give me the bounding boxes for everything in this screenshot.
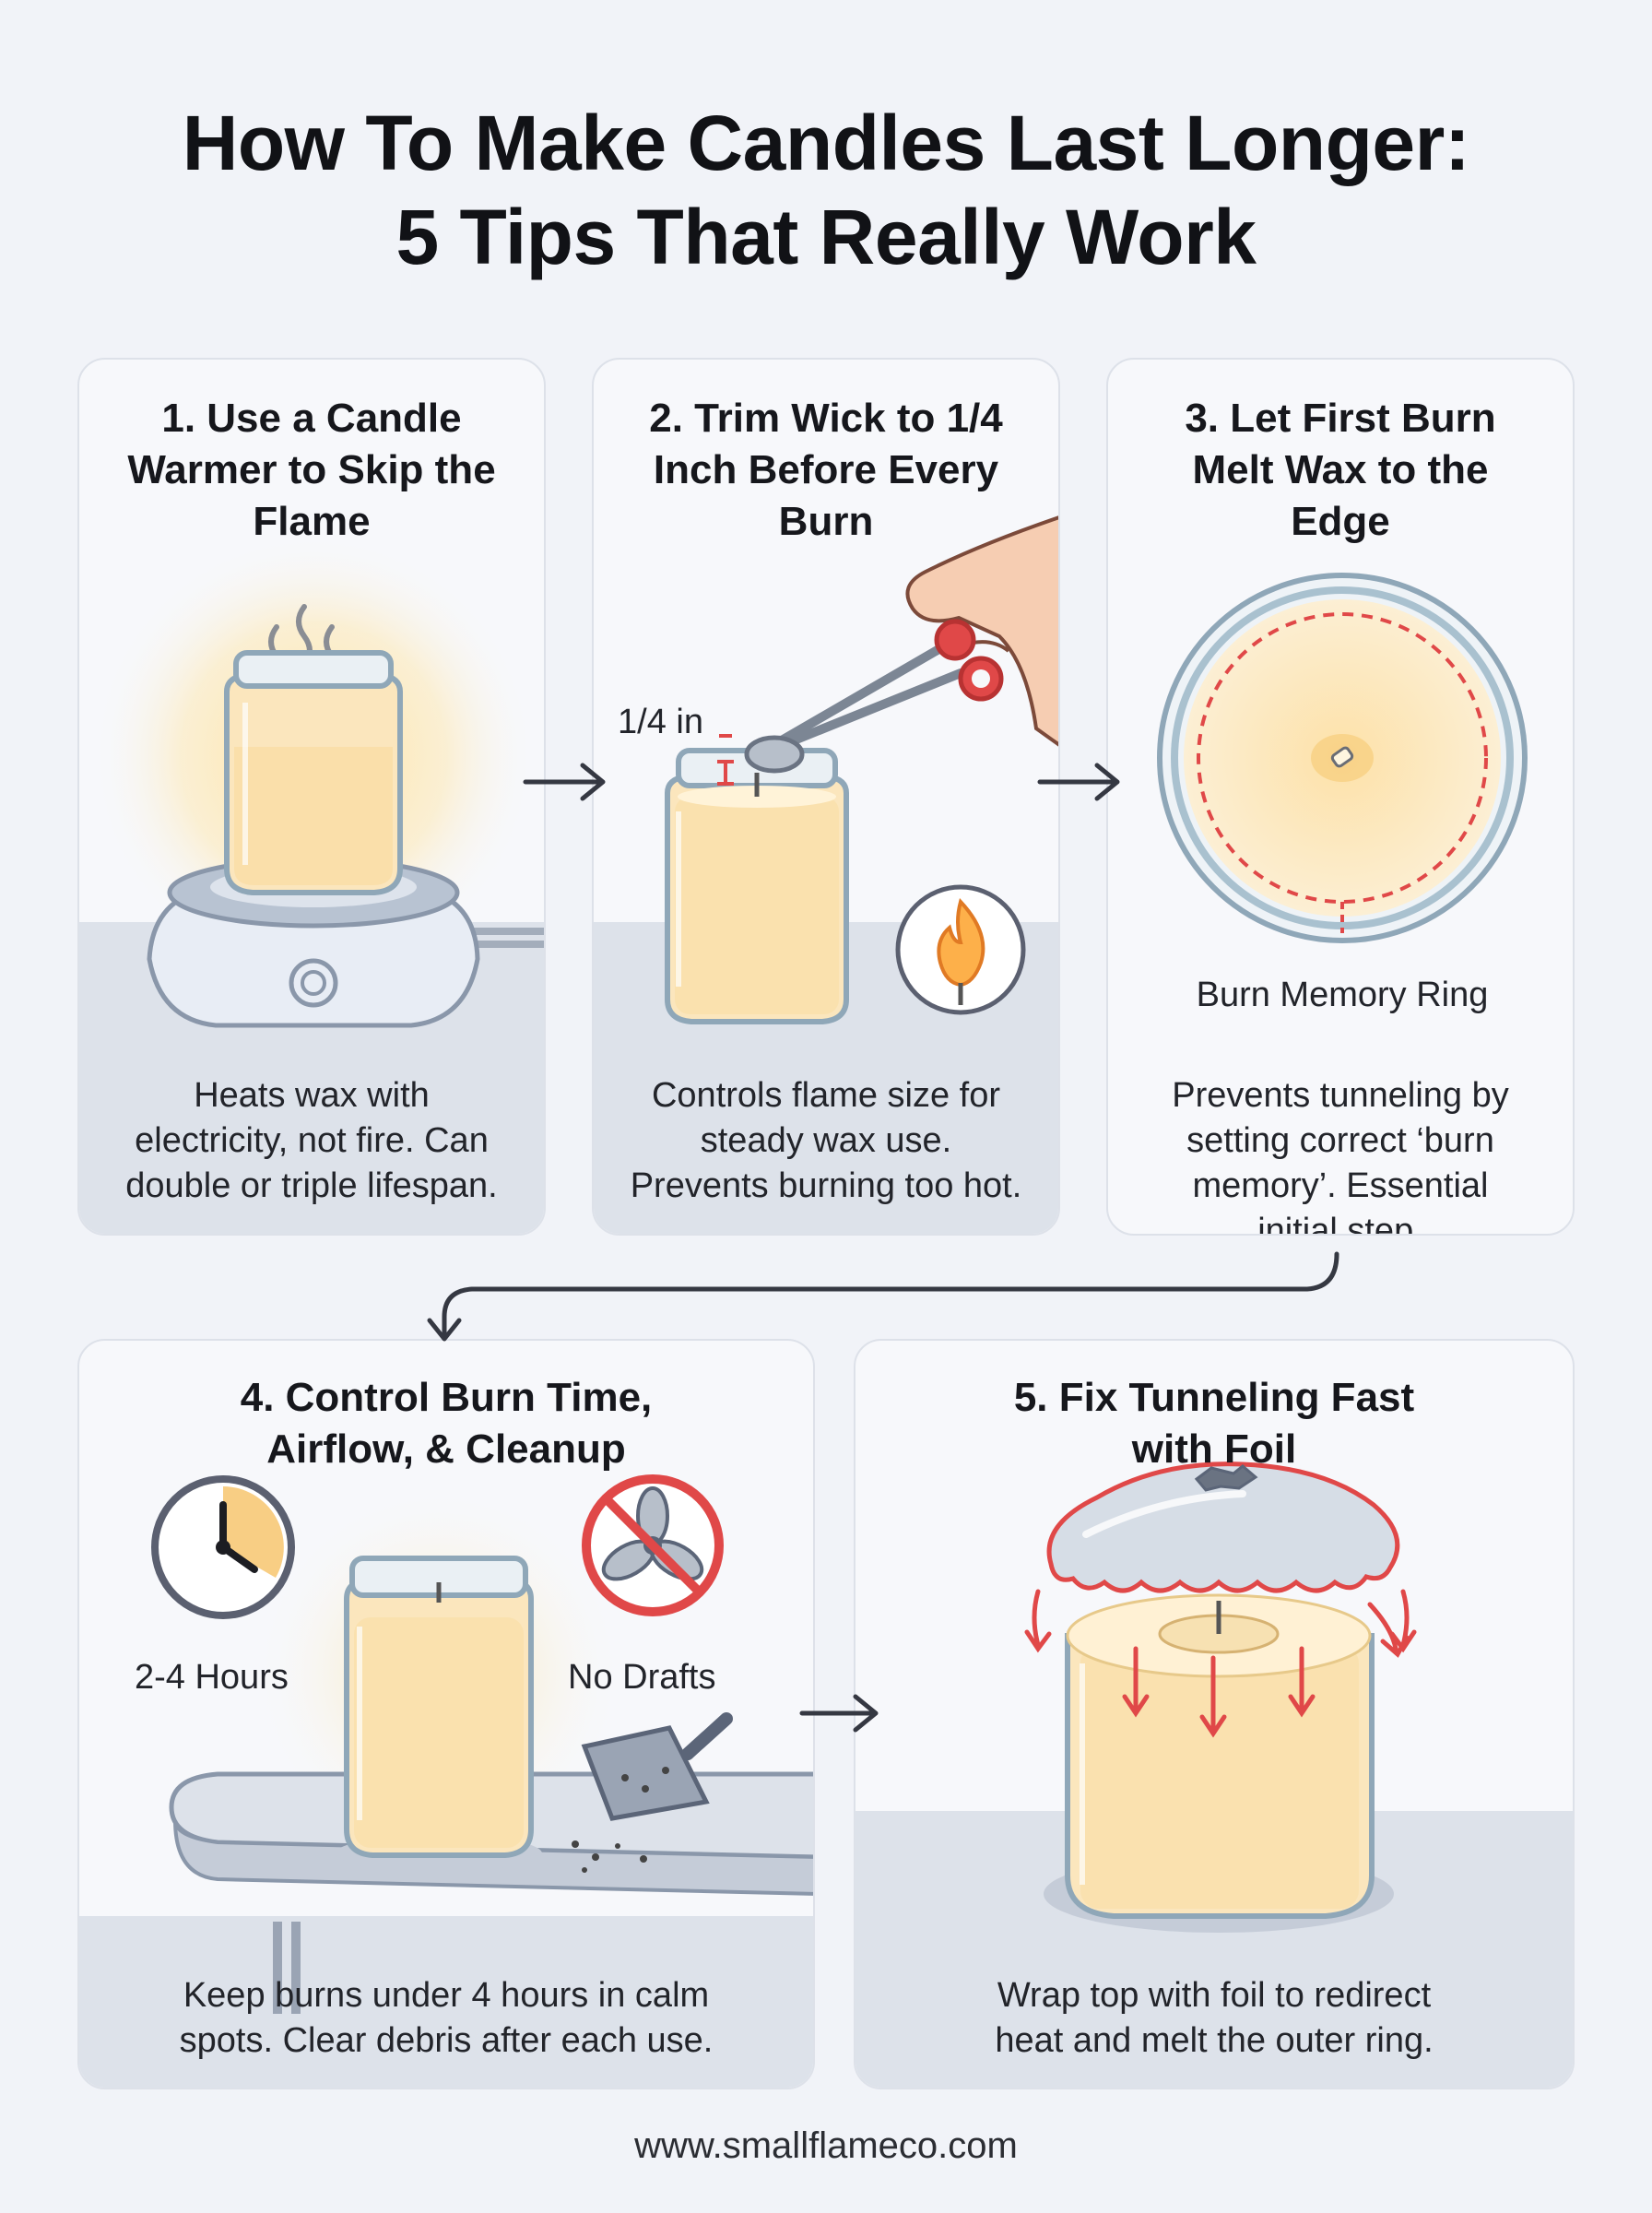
- measure-label: 1/4 in: [618, 703, 703, 741]
- page-title: How To Make Candles Last Longer: 5 Tips …: [0, 96, 1652, 284]
- arrow-down-icon: [427, 1251, 1339, 1342]
- wick-trimmer-icon: [753, 643, 947, 759]
- foil-wrap-illustration: [1024, 1462, 1417, 1933]
- tip-description: Heats wax with electricity, not fire. Ca…: [125, 1076, 498, 1205]
- wick-icon: [1330, 746, 1354, 768]
- foil-icon: [1046, 1462, 1400, 1593]
- ring-label: Burn Memory Ring: [1196, 976, 1489, 1014]
- tip-card-2: 2. Trim Wick to 1/4 Inch Before Every Bu…: [592, 358, 1060, 1236]
- tip-description: Keep burns under 4 hours in calm spots. …: [179, 1976, 714, 2060]
- burn-control-illustration: [151, 1474, 813, 2014]
- wick-trim-illustration: [665, 515, 1058, 1024]
- footer-url: www.smallflameco.com: [634, 2125, 1018, 2166]
- tip-card-5: 5. Fix Tunneling Fast with Foil Wrap top…: [854, 1339, 1575, 2089]
- title-line-1: How To Make Candles Last Longer:: [182, 100, 1470, 186]
- tip-title: 4. Control Burn Time, Airflow, & Cleanup: [240, 1375, 653, 1472]
- tip-description: Wrap top with foil to redirect heat and …: [995, 1976, 1434, 2060]
- drafts-label: No Drafts: [568, 1658, 716, 1697]
- power-knob: [289, 958, 338, 1008]
- tip-title: 2. Trim Wick to 1/4 Inch Before Every Bu…: [649, 396, 1003, 544]
- tip-card-3: 3. Let First Burn Melt Wax to the Edge B…: [1106, 358, 1575, 1236]
- burn-memory-ring: [1197, 612, 1488, 904]
- clock-icon: [151, 1475, 295, 1619]
- no-drafts-icon: [582, 1474, 724, 1616]
- tip-description: Prevents tunneling by setting correct ‘b…: [1172, 1076, 1509, 1236]
- tip-card-4: 4. Control Burn Time, Airflow, & Cleanup…: [77, 1339, 815, 2089]
- tip-title: 1. Use a Candle Warmer to Skip the Flame: [127, 396, 496, 544]
- heat-arrows: [1024, 1589, 1417, 1738]
- tip-description: Controls flame size for steady wax use. …: [630, 1076, 1022, 1205]
- flame-icon: [937, 898, 985, 988]
- time-label: 2-4 Hours: [135, 1658, 289, 1697]
- tip-title: 5. Fix Tunneling Fast with Foil: [1013, 1375, 1415, 1472]
- tip-card-1: 1. Use a Candle Warmer to Skip the Flame…: [77, 358, 546, 1236]
- dustpan-icon: [581, 1712, 733, 1821]
- melt-pool-illustration: [1157, 573, 1528, 943]
- hand: [905, 515, 1058, 747]
- card-floor: [79, 1916, 813, 2088]
- title-line-2: 5 Tips That Really Work: [395, 194, 1257, 280]
- candle-warmer-illustration: [92, 535, 544, 1028]
- tip-title: 3. Let First Burn Melt Wax to the Edge: [1185, 396, 1496, 544]
